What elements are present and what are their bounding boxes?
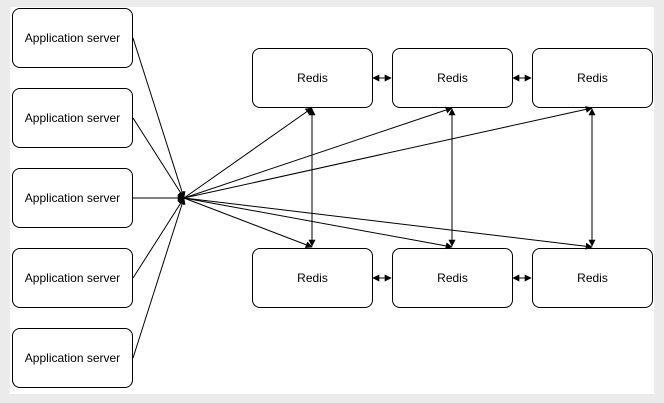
app-server-5[interactable]: Application server — [12, 328, 133, 388]
redis-label: Redis — [437, 71, 468, 85]
redis-node-bottom-3[interactable]: Redis — [532, 248, 653, 308]
redis-node-top-3[interactable]: Redis — [532, 48, 653, 108]
redis-label: Redis — [577, 71, 608, 85]
redis-label: Redis — [437, 271, 468, 285]
redis-node-top-1[interactable]: Redis — [252, 48, 373, 108]
app-server-label: Application server — [24, 111, 121, 125]
app-server-label: Application server — [24, 271, 121, 285]
app-server-2[interactable]: Application server — [12, 88, 133, 148]
redis-label: Redis — [297, 71, 328, 85]
app-server-4[interactable]: Application server — [12, 248, 133, 308]
app-server-1[interactable]: Application server — [12, 8, 133, 68]
redis-label: Redis — [577, 271, 608, 285]
app-server-label: Application server — [24, 31, 121, 45]
redis-node-top-2[interactable]: Redis — [392, 48, 513, 108]
redis-node-bottom-1[interactable]: Redis — [252, 248, 373, 308]
app-server-label: Application server — [24, 351, 121, 365]
redis-label: Redis — [297, 271, 328, 285]
app-server-label: Application server — [24, 191, 121, 205]
redis-node-bottom-2[interactable]: Redis — [392, 248, 513, 308]
app-server-3[interactable]: Application server — [12, 168, 133, 228]
